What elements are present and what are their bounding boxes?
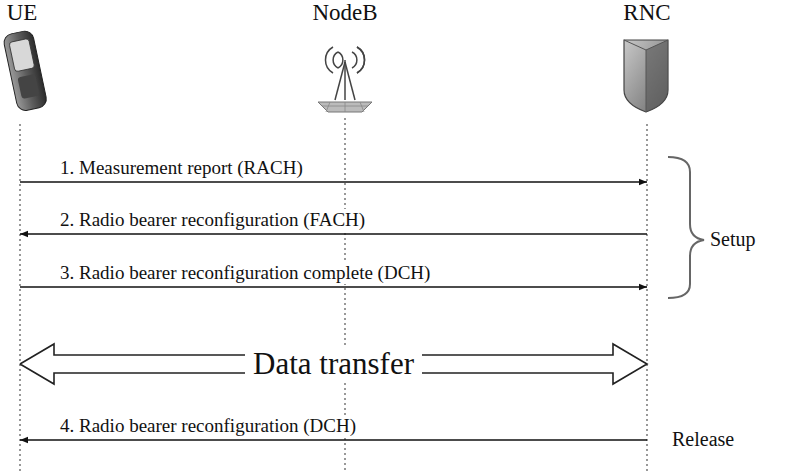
- message-arrow: [20, 439, 647, 440]
- message-label: 2. Radio bearer reconfiguration (FACH): [58, 209, 367, 231]
- message-group: [20, 287, 647, 288]
- phase-label: Setup: [708, 228, 758, 251]
- message-arrow: [20, 286, 647, 287]
- message-label: Data transfer: [245, 346, 422, 382]
- participant: RNC: [607, 0, 687, 118]
- participant-name: NodeB: [295, 0, 395, 25]
- lifeline: [20, 118, 647, 473]
- phase-label: Release: [670, 428, 736, 451]
- message-group: [20, 440, 647, 441]
- setup-bracket: [668, 157, 704, 298]
- lifeline: [19, 124, 20, 473]
- lifeline: [646, 124, 647, 473]
- participant: NodeB: [295, 0, 395, 118]
- message-arrow: [20, 181, 647, 182]
- message-arrow: [20, 233, 647, 234]
- phone-icon: [2, 30, 48, 113]
- message-group: [20, 344, 647, 384]
- data-transfer-arrow: [20, 344, 647, 384]
- participant-name: RNC: [607, 0, 687, 25]
- message-label: 4. Radio bearer reconfiguration (DCH): [58, 415, 358, 437]
- message-label: 3. Radio bearer reconfiguration complete…: [58, 262, 432, 284]
- message-label: 1. Measurement report (RACH): [58, 157, 305, 179]
- antenna-icon: [318, 47, 372, 112]
- message-group: [20, 182, 647, 183]
- rnc-icon: [624, 40, 668, 112]
- participant-name: UE: [2, 0, 42, 25]
- participant: UE: [2, 0, 42, 118]
- message-group: [20, 234, 647, 235]
